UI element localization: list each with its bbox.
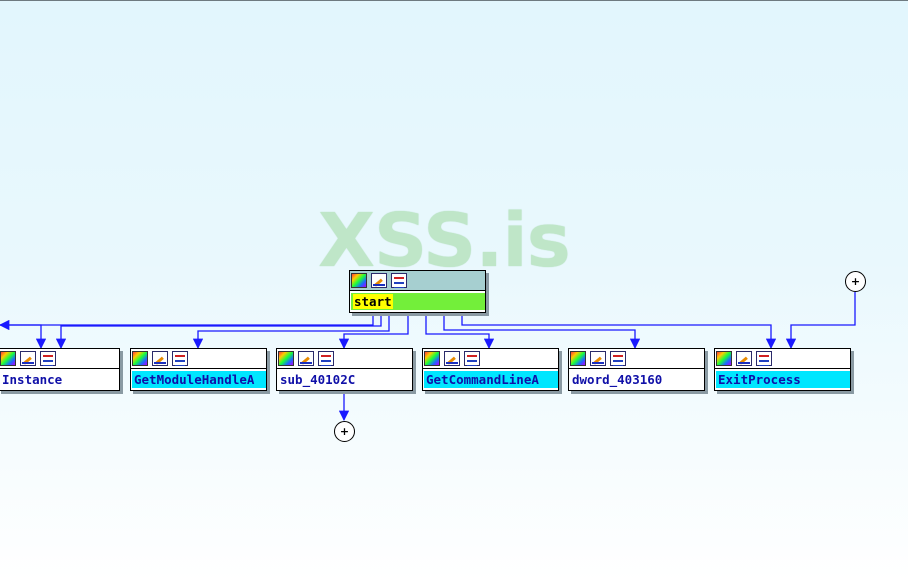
node-label-getcommandlinea[interactable]: GetCommandLineA	[424, 371, 558, 388]
color-palette-icon[interactable]	[132, 351, 148, 366]
color-palette-icon[interactable]	[570, 351, 586, 366]
node-header	[715, 349, 850, 369]
edit-node-icon[interactable]	[20, 351, 36, 366]
node-dword403160[interactable]: dword_403160	[568, 348, 705, 391]
expand-callee-group-button[interactable]: +	[334, 421, 355, 442]
node-header	[277, 349, 412, 369]
edge-start-instance-a	[0, 311, 374, 331]
edit-node-icon[interactable]	[590, 351, 606, 366]
edge-start-getcommandlinea	[425, 311, 495, 350]
edge-start-exitprocess	[461, 311, 777, 350]
node-header	[569, 349, 704, 369]
expand-caller-group-button[interactable]: +	[845, 271, 866, 292]
node-label-start[interactable]: start	[351, 293, 485, 310]
node-label-exitprocess[interactable]: ExitProcess	[716, 371, 850, 388]
node-getcommandlinea[interactable]: GetCommandLineA	[422, 348, 559, 391]
graph-view-icon[interactable]	[464, 351, 480, 366]
edit-node-icon[interactable]	[152, 351, 168, 366]
edge-start-dword403160	[443, 311, 641, 350]
edit-node-icon[interactable]	[371, 273, 387, 288]
color-palette-icon[interactable]	[424, 351, 440, 366]
edge-start-instance-b	[0, 324, 47, 350]
node-getmodulehandlea[interactable]: GetModuleHandleA	[130, 348, 267, 391]
graph-view-icon[interactable]	[318, 351, 334, 366]
node-header	[350, 271, 485, 291]
graph-view-icon[interactable]	[756, 351, 772, 366]
color-palette-icon[interactable]	[278, 351, 294, 366]
edge-plus-exitprocess	[785, 292, 856, 350]
node-label-sub40102c[interactable]: sub_40102C	[280, 372, 356, 387]
color-palette-icon[interactable]	[0, 351, 16, 366]
watermark: XSS.is	[318, 198, 571, 284]
edit-node-icon[interactable]	[736, 351, 752, 366]
node-sub40102c[interactable]: sub_40102C	[276, 348, 413, 391]
node-start[interactable]: start	[349, 270, 486, 313]
node-instance[interactable]: Instance	[0, 348, 120, 391]
node-header	[131, 349, 266, 369]
canvas-top-border	[0, 0, 908, 1]
node-header	[0, 349, 119, 369]
node-label-dword403160[interactable]: dword_403160	[572, 372, 663, 387]
graph-view-icon[interactable]	[40, 351, 56, 366]
edit-node-icon[interactable]	[298, 351, 314, 366]
edge-start-getmodulehandlea	[192, 311, 390, 350]
graph-view-icon[interactable]	[172, 351, 188, 366]
edit-node-icon[interactable]	[444, 351, 460, 366]
graph-view-icon[interactable]	[391, 273, 407, 288]
node-label-getmodulehandlea[interactable]: GetModuleHandleA	[132, 371, 266, 388]
node-exitprocess[interactable]: ExitProcess	[714, 348, 851, 391]
edge-start-sub40102c	[338, 311, 409, 350]
color-palette-icon[interactable]	[351, 273, 367, 288]
graph-view-icon[interactable]	[610, 351, 626, 366]
color-palette-icon[interactable]	[716, 351, 732, 366]
edge-start-instance-c	[55, 311, 382, 350]
node-header	[423, 349, 558, 369]
node-label-instance[interactable]: Instance	[2, 372, 63, 387]
